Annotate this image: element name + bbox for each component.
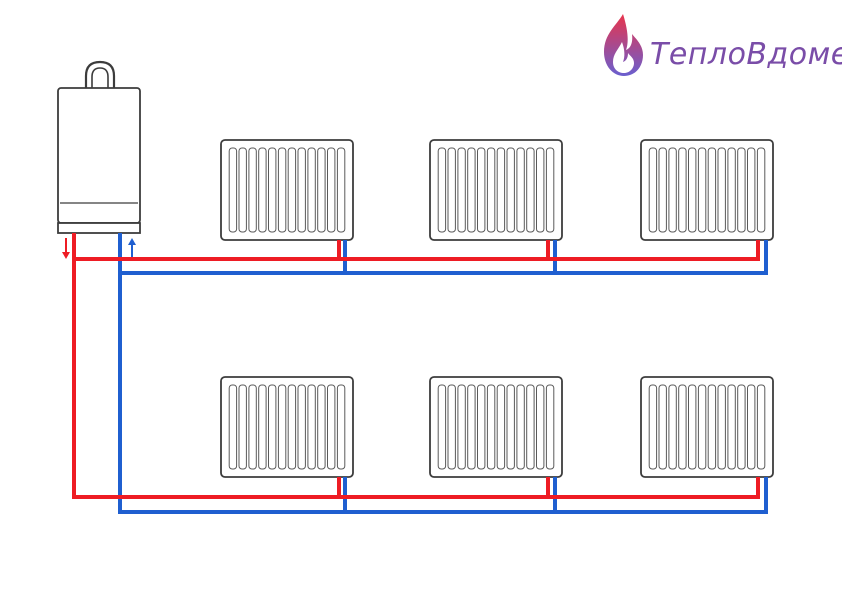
radiator <box>640 139 774 241</box>
return-arrow-icon <box>128 238 136 258</box>
radiator <box>220 139 354 241</box>
boiler-base <box>57 222 141 234</box>
brand-logo: ТеплоВдоме <box>598 10 842 80</box>
supply-line-floor-1 <box>74 240 760 261</box>
supply-arrow-icon <box>62 238 70 259</box>
radiators <box>220 139 774 478</box>
boiler <box>57 60 141 234</box>
return-line-floor-1 <box>120 240 768 275</box>
radiator <box>220 376 354 478</box>
flame-icon <box>604 14 643 76</box>
return-pipes <box>118 233 768 514</box>
supply-riser <box>72 233 760 499</box>
radiator <box>640 376 774 478</box>
radiator <box>429 139 563 241</box>
supply-pipes <box>72 233 760 499</box>
radiator <box>429 376 563 478</box>
boiler-handle <box>84 60 116 88</box>
brand-name: ТеплоВдоме <box>650 37 842 72</box>
return-riser <box>118 233 768 514</box>
